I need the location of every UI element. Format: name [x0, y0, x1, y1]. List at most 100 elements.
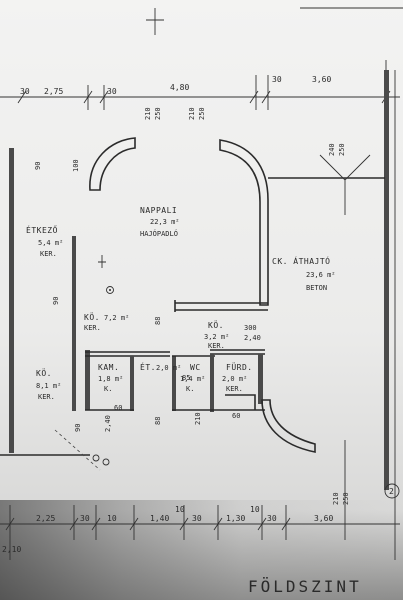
photo-shadow: [0, 500, 403, 600]
living-bottom-wall: [175, 302, 268, 311]
misc-dim-2: 100: [72, 159, 80, 172]
left-inner-wall: [72, 236, 76, 411]
door-swing-1: [54, 429, 101, 471]
svg-text:ÉTKEZŐ: ÉTKEZŐ: [26, 224, 58, 235]
grid-axis-label: 2: [389, 487, 394, 496]
vdim-9: 210: [332, 492, 340, 505]
top-dim-1: 30: [20, 87, 30, 96]
misc-dim-3: 90: [52, 297, 60, 305]
svg-text:KÖ.: KÖ.: [36, 368, 52, 378]
bottom-extension-lines: [9, 440, 346, 560]
service-top-wall: [85, 351, 170, 357]
svg-text:7,2 m²: 7,2 m²: [104, 314, 129, 322]
bottom-right-arch: [261, 399, 316, 453]
kam-right-wall: [130, 356, 134, 411]
vdim-3: 210: [188, 107, 196, 120]
bottom-dim-9: 30: [267, 514, 277, 523]
room-furd: FÜRD. 2,0 m² KER.: [222, 362, 253, 393]
room-et: ÉT. 2,0 m²: [140, 361, 181, 372]
bottom-dim-7: 1,30: [226, 514, 245, 523]
right-arch-wall: [219, 139, 269, 306]
misc-dim-5: 88: [154, 317, 162, 325]
svg-text:KER.: KER.: [84, 324, 101, 332]
misc-dim-4: 60: [114, 404, 122, 412]
svg-text:23,6 m²: 23,6 m²: [306, 271, 336, 279]
kam-left-wall: [85, 350, 90, 410]
floor-title: FÖLDSZINT: [248, 577, 362, 596]
left-arch: [89, 137, 136, 191]
wc-left-wall: [172, 356, 176, 411]
svg-text:HAJÓPADLÓ: HAJÓPADLÓ: [140, 229, 178, 238]
room-nappali: NAPPALI 22,3 m² HAJÓPADLÓ: [140, 206, 180, 238]
misc-dim-7: 60: [232, 412, 240, 420]
svg-text:CK. ÁTHAJTÓ: CK. ÁTHAJTÓ: [272, 255, 330, 266]
svg-text:5,4 m²: 5,4 m²: [38, 239, 63, 247]
axis-cross-mark: [146, 8, 164, 35]
misc-dim-10: 210: [194, 412, 202, 425]
svg-text:KÖ.: KÖ.: [208, 320, 224, 330]
svg-text:3,2 m²: 3,2 m²: [204, 333, 229, 341]
top-dim-2: 2,75: [44, 87, 63, 96]
top-dim-6: 3,60: [312, 75, 331, 84]
vdim-1: 210: [144, 107, 152, 120]
bottom-dim-5: 10: [175, 505, 185, 514]
misc-dim-1: 90: [34, 162, 42, 170]
svg-text:KER.: KER.: [226, 385, 243, 393]
wc-top-wall: [172, 349, 265, 357]
svg-text:KAM.: KAM.: [98, 363, 119, 372]
top-dim-3: 30: [107, 87, 117, 96]
svg-text:2,0 m²: 2,0 m²: [156, 364, 181, 372]
svg-text:KER.: KER.: [40, 250, 57, 258]
misc-dim-11: 85: [182, 374, 190, 382]
room-wc: WC 1,4 m² K.: [180, 363, 205, 393]
svg-text:1,4 m²: 1,4 m²: [180, 375, 205, 383]
top-dim-5: 30: [272, 75, 282, 84]
misc-dim-8: 2,40: [104, 415, 112, 432]
top-dim-4: 4,80: [170, 83, 189, 92]
svg-text:FÜRD.: FÜRD.: [226, 362, 253, 372]
bottom-dim-6: 30: [192, 514, 202, 523]
svg-text:1,8 m²: 1,8 m²: [98, 375, 123, 383]
svg-text:NAPPALI: NAPPALI: [140, 206, 177, 215]
top-extension-lines: [87, 60, 387, 110]
bottom-dim-8: 10: [250, 505, 260, 514]
misc-dim-6: 88: [154, 417, 162, 425]
vdim-2: 250: [154, 107, 162, 120]
room-ko-3: KÖ. 8,1 m² KER.: [36, 368, 61, 401]
svg-text:BETON: BETON: [306, 284, 327, 292]
svg-text:K.: K.: [104, 385, 112, 393]
room-kam: KAM. 1,8 m² K.: [98, 363, 123, 393]
bottom-dim-10: 3,60: [314, 514, 333, 523]
right-outer-wall: [384, 70, 389, 490]
bath-inner: [225, 394, 256, 410]
svg-text:KÖ.: KÖ.: [84, 312, 100, 322]
misc-dim-9: 90: [74, 424, 82, 432]
garage-diagonal: [319, 154, 371, 215]
room-ck-athajto: CK. ÁTHAJTÓ 23,6 m² BETON: [272, 255, 336, 292]
svg-text:KER.: KER.: [38, 393, 55, 401]
vdim-10: 250: [342, 492, 350, 505]
bottom-dim-2: 30: [80, 514, 90, 523]
marker-circle-2: [102, 458, 110, 466]
vdim-5: 240: [328, 143, 336, 156]
room-ko-2: KÖ. 3,2 m² KER.: [204, 320, 229, 350]
room-etkezo: ÉTKEZŐ 5,4 m² KER.: [26, 224, 63, 258]
svg-text:KER.: KER.: [208, 342, 225, 350]
vdim-6: 250: [338, 143, 346, 156]
svg-text:K.: K.: [186, 385, 194, 393]
svg-text:8,1 m²: 8,1 m²: [36, 382, 61, 390]
svg-text:ÉT.: ÉT.: [140, 361, 156, 372]
grid-point: [106, 286, 114, 294]
svg-text:2,0 m²: 2,0 m²: [222, 375, 247, 383]
room-ko-1: KÖ. 7,2 m² KER.: [84, 312, 129, 332]
svg-text:22,3 m²: 22,3 m²: [150, 218, 180, 226]
vdim-7: 300: [244, 324, 257, 332]
bath-right-wall: [258, 354, 263, 404]
bottom-dim-3: 10: [107, 514, 117, 523]
grid-axis-circle: [384, 483, 400, 499]
grid-point-dot: [109, 289, 111, 291]
cross-mark-small: [98, 255, 106, 268]
bottom-dim-1: 2,25: [36, 514, 55, 523]
